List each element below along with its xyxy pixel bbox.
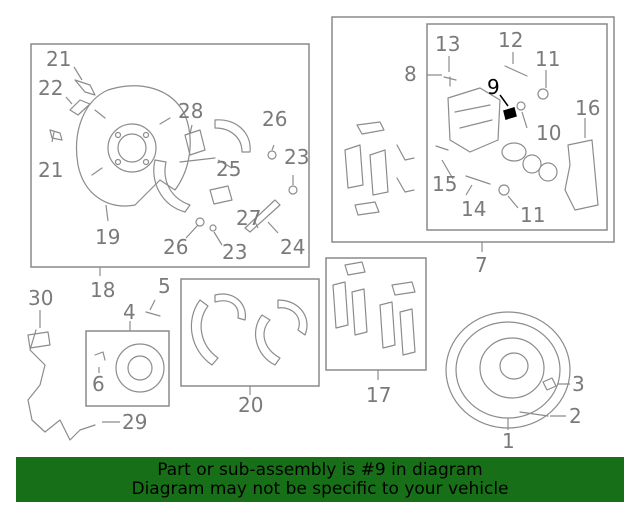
- callout-19: 19: [95, 225, 120, 249]
- callout-12: 12: [498, 28, 523, 52]
- pad-set-a: [332, 281, 368, 336]
- nut-26b: [195, 217, 205, 227]
- callout-21-top: 21: [46, 47, 71, 71]
- callout-20: 20: [238, 393, 263, 417]
- group-20-shoes: 20: [180, 278, 320, 417]
- clip-set: [344, 261, 416, 296]
- callout-10: 10: [536, 121, 561, 145]
- sensor-harness: [27, 329, 96, 441]
- callout-30: 30: [28, 286, 53, 310]
- callout-27: 27: [236, 206, 261, 230]
- shoe-part-upper: [214, 119, 251, 153]
- callout-25: 25: [216, 157, 241, 181]
- callout-13: 13: [435, 32, 460, 56]
- callout-9-highlighted: 9: [487, 75, 500, 99]
- sensor-group: 30 29: [27, 286, 147, 441]
- washer-23a: [288, 185, 298, 195]
- callout-4: 4: [123, 300, 136, 324]
- adjuster-part: [179, 129, 216, 163]
- callout-7: 7: [475, 253, 488, 277]
- callout-17: 17: [366, 383, 391, 407]
- info-banner: Part or sub-assembly is #9 in diagram Di…: [16, 457, 624, 502]
- bolt-15: [435, 145, 449, 151]
- banner-line-disclaimer: Diagram may not be specific to your vehi…: [131, 478, 509, 499]
- group-17-box: [325, 257, 427, 371]
- bolt-12: [504, 65, 528, 77]
- bolt-13: [443, 76, 457, 87]
- seal-part-b: [538, 162, 558, 182]
- pad-part-a: [344, 144, 364, 189]
- pad-part-b: [369, 149, 389, 196]
- piston-part: [501, 142, 527, 162]
- callout-14: 14: [461, 197, 486, 221]
- caliper-part: [447, 87, 501, 153]
- cap-11-bottom: [498, 184, 510, 196]
- callout-11-bottom: 11: [520, 203, 545, 227]
- callout-23-top: 23: [284, 145, 309, 169]
- group-4-hub: 4 6 5: [85, 274, 171, 407]
- hub-part: [115, 343, 165, 393]
- cap-3-part: [542, 377, 557, 391]
- callout-6: 6: [92, 372, 105, 396]
- carrier-bracket: [564, 139, 599, 211]
- bolt-5: [145, 311, 161, 317]
- caliper-bracket: [454, 104, 493, 129]
- callout-24: 24: [280, 235, 305, 259]
- group-18-parking-brake: 21 22 21 19 28 26 25 23 27 26 23 24 18: [30, 43, 310, 302]
- shoe-set-left: [190, 293, 246, 366]
- bolt-2-part: [519, 411, 549, 417]
- strut-part: [244, 199, 281, 233]
- callout-5: 5: [158, 274, 171, 298]
- pad-set-b: [379, 301, 416, 356]
- shoe-set-right: [254, 299, 308, 366]
- sensor-bracket: [27, 331, 51, 349]
- callout-15: 15: [432, 172, 457, 196]
- cap-11-top: [537, 88, 549, 100]
- callout-8: 8: [404, 62, 417, 86]
- group-7-box: [331, 16, 615, 243]
- washer-23b: [209, 224, 217, 232]
- callout-21-bottom: 21: [38, 158, 63, 182]
- callout-29: 29: [122, 410, 147, 434]
- backing-plate-part: [76, 85, 191, 207]
- shoe-part: [153, 159, 191, 213]
- spring-part: [69, 79, 96, 116]
- rotor-part: [445, 311, 571, 429]
- clip-part: [354, 121, 385, 216]
- lever-part: [209, 185, 233, 205]
- callout-1: 1: [502, 429, 515, 453]
- callout-22: 22: [38, 76, 63, 100]
- pin-part: [49, 129, 63, 141]
- group-7-caliper: 8 13 12 11 9 10 16 15 14 11 7: [331, 16, 615, 277]
- callout-26-bottom: 26: [163, 235, 188, 259]
- bolt-14: [465, 175, 491, 185]
- seal-part-a: [522, 154, 542, 174]
- group-18-box: [30, 43, 310, 268]
- group-4-box: [85, 330, 170, 407]
- banner-line-part-number: Part or sub-assembly is #9 in diagram: [157, 459, 483, 480]
- callout-23-bottom: 23: [222, 240, 247, 264]
- cap-10: [516, 101, 526, 111]
- bleeder-screw-part-9: [503, 107, 517, 120]
- group-17-pads: 17: [325, 257, 427, 407]
- stud-part: [94, 351, 106, 361]
- wire-part: [396, 144, 415, 193]
- callout-3: 3: [572, 372, 585, 396]
- callout-26-top: 26: [262, 107, 287, 131]
- callout-2: 2: [569, 404, 582, 428]
- parts-diagram: 21 22 21 19 28 26 25 23 27 26 23 24 18: [27, 16, 615, 453]
- callout-28: 28: [178, 99, 203, 123]
- nut-26a: [267, 150, 277, 160]
- callout-16: 16: [575, 96, 600, 120]
- callout-11-top: 11: [535, 47, 560, 71]
- rotor-group: 3 2 1: [445, 311, 585, 453]
- callout-18: 18: [90, 278, 115, 302]
- group-8-box: [426, 23, 608, 231]
